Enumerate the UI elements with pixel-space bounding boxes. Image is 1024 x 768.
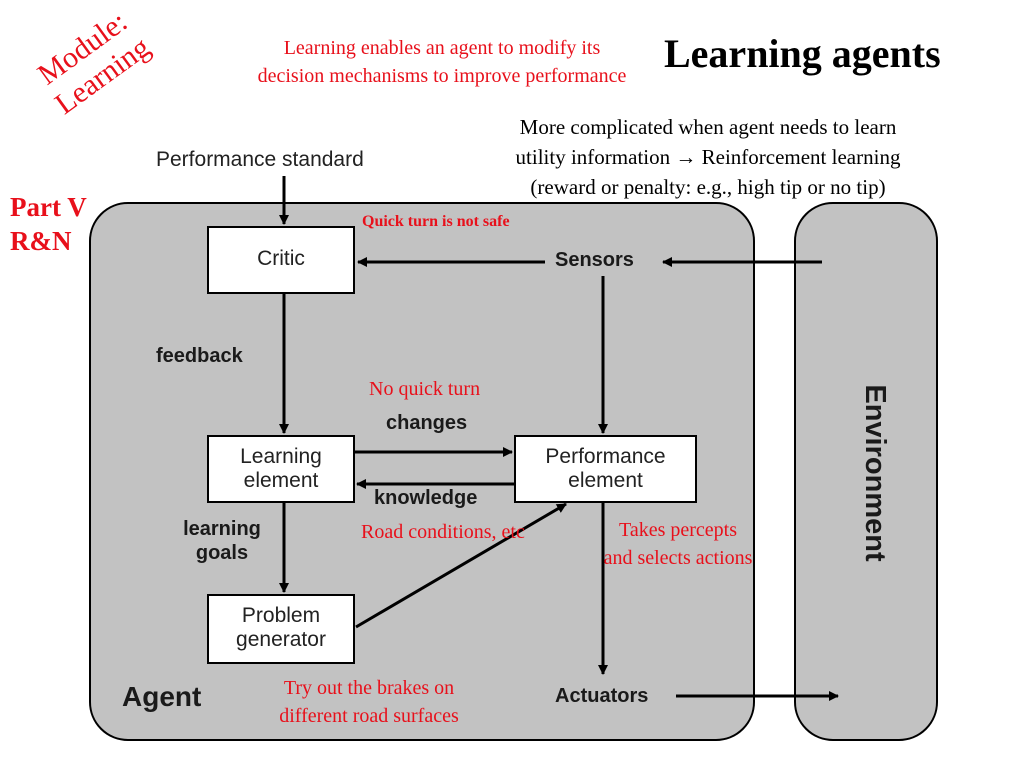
- part-label: Part V R&N: [10, 190, 87, 258]
- reinforcement-learning-note: More complicated when agent needs to lea…: [460, 112, 956, 202]
- knowledge-label: knowledge: [374, 487, 478, 509]
- takes-percepts-line2: and selects actions: [603, 547, 753, 569]
- arrow-problem-to-performance: [355, 502, 567, 629]
- intro-text: Learning enables an agent to modify its …: [200, 34, 684, 90]
- learning-element-line2: element: [243, 469, 319, 492]
- part-line1: Part V: [10, 192, 87, 222]
- rl-note-line3: (reward or penalty: e.g., high tip or no…: [530, 175, 886, 199]
- annotation-no-quick-turn: No quick turn: [369, 378, 481, 400]
- annotation-takes-percepts: Takes percepts and selects actions: [578, 516, 778, 572]
- performance-standard-label: Performance standard: [156, 148, 364, 171]
- problem-generator-line1: Problem: [241, 604, 321, 627]
- problem-generator-label: Problem generator: [208, 604, 354, 652]
- learning-element-line1: Learning: [240, 445, 322, 468]
- learning-goals-label: learning goals: [172, 517, 272, 565]
- learning-element-box: [207, 435, 355, 503]
- try-brakes-line1: Try out the brakes on: [283, 677, 455, 699]
- performance-element-line2: element: [568, 469, 643, 492]
- intro-line2: decision mechanisms to improve performan…: [257, 65, 627, 87]
- sensors-label: Sensors: [555, 249, 634, 271]
- problem-generator-box: [207, 594, 355, 664]
- learning-goals-line1: learning: [183, 518, 261, 540]
- part-line2: R&N: [10, 226, 72, 256]
- performance-element-label: Performance element: [515, 445, 696, 493]
- learning-element-label: Learning element: [208, 445, 354, 493]
- rl-note-line2: utility information → Reinforcement lear…: [515, 145, 901, 169]
- annotation-road-conditions: Road conditions, etc: [361, 521, 525, 543]
- actuators-label: Actuators: [555, 685, 649, 707]
- changes-label: changes: [386, 412, 468, 434]
- performance-element-box: [514, 435, 697, 503]
- annotation-quick-turn-unsafe: Quick turn is not safe: [362, 213, 510, 230]
- intro-line1: Learning enables an agent to modify its: [283, 37, 601, 59]
- takes-percepts-line1: Takes percepts: [619, 519, 737, 541]
- rl-note-line1: More complicated when agent needs to lea…: [519, 115, 897, 139]
- environment-panel: [794, 202, 938, 741]
- try-brakes-line2: different road surfaces: [279, 705, 459, 727]
- feedback-label: feedback: [156, 345, 243, 367]
- performance-element-line1: Performance: [545, 445, 666, 468]
- critic-label: Critic: [257, 247, 305, 270]
- learning-goals-line2: goals: [195, 542, 249, 564]
- agent-label: Agent: [122, 681, 202, 712]
- page-title: Learning agents: [664, 31, 941, 76]
- environment-label: Environment: [859, 384, 891, 562]
- problem-generator-line2: generator: [236, 628, 326, 651]
- annotation-try-brakes: Try out the brakes on different road sur…: [246, 674, 492, 730]
- critic-box: [207, 226, 355, 294]
